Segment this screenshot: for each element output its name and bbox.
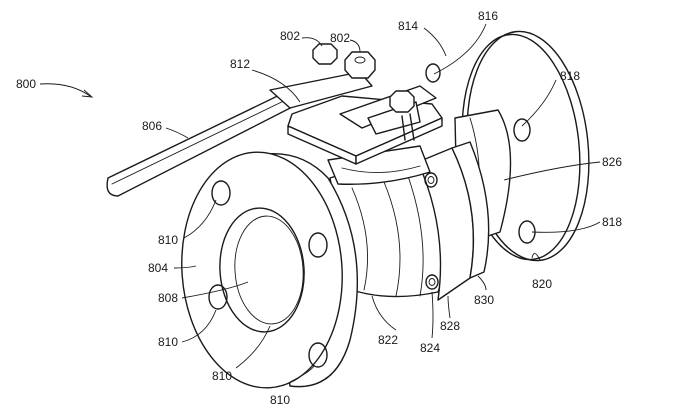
ref-802-right: 802	[330, 31, 350, 45]
ref-824: 824	[420, 341, 440, 355]
ref-808: 808	[158, 291, 178, 305]
top-bolts	[312, 43, 415, 141]
ref-822: 822	[378, 333, 398, 347]
handle-lever	[106, 71, 373, 197]
ref-800: 800	[16, 77, 36, 91]
bolt-head	[425, 274, 439, 290]
bolt-hole	[513, 118, 531, 142]
ref-810-upper: 810	[158, 233, 178, 247]
bolt-head	[424, 172, 438, 188]
bolt-hole	[208, 284, 228, 310]
hex-bolt	[389, 90, 415, 113]
hex-bolt	[312, 43, 338, 65]
ref-820: 820	[532, 277, 552, 291]
ref-816: 816	[478, 9, 498, 23]
ref-802-left: 802	[280, 29, 300, 43]
ref-828: 828	[440, 319, 460, 333]
hex-bolt	[344, 51, 376, 79]
ref-806: 806	[142, 119, 162, 133]
ref-818-bottom: 818	[602, 215, 622, 229]
ref-810-lower: 810	[212, 369, 232, 383]
ref-804: 804	[148, 261, 168, 275]
bolt-hole	[308, 342, 328, 368]
ref-826: 826	[602, 155, 622, 169]
bolt-hole	[425, 63, 441, 83]
ref-830: 830	[474, 293, 494, 307]
ref-810-middle: 810	[158, 335, 178, 349]
stem-housing	[327, 145, 431, 185]
front-flange	[181, 151, 358, 389]
ref-810-bottom: 810	[270, 393, 290, 407]
end-connector	[417, 141, 490, 301]
ref-818-top: 818	[560, 69, 580, 83]
ref-814: 814	[398, 19, 418, 33]
bolt-hole	[211, 180, 231, 206]
flange-bore	[219, 207, 305, 333]
reference-labels: 800 802 802 814 816 818 812 806 826 818 …	[16, 9, 622, 407]
ref-812: 812	[230, 57, 250, 71]
bolt-hole	[308, 232, 328, 258]
leader-lines	[39, 23, 601, 383]
